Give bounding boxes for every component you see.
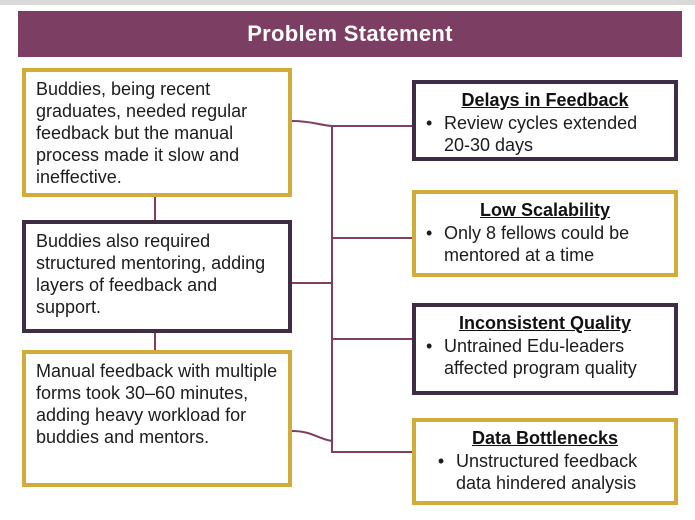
bullet-icon: •: [426, 113, 433, 133]
right-box-delays-in-feedback: Delays in Feedback • Review cycles exten…: [412, 80, 678, 161]
bullet-icon: •: [426, 336, 433, 356]
left-box-feedback-need: Buddies, being recent graduates, needed …: [22, 68, 292, 197]
connector-left-1: [291, 120, 333, 127]
left-box-text: Manual feedback with multiple forms took…: [36, 361, 278, 447]
page-title: Problem Statement: [247, 21, 453, 46]
bullet-text: Unstructured feedback data hindered anal…: [456, 451, 638, 493]
right-box-inconsistent-quality: Inconsistent Quality • Untrained Edu-lea…: [412, 303, 678, 395]
bullet-text: Untrained Edu-leaders affected program q…: [444, 336, 637, 378]
right-box-title: Delays in Feedback: [461, 90, 629, 110]
bullet-text: Only 8 fellows could be mentored at a ti…: [444, 223, 630, 265]
right-box-low-scalability: Low Scalability • Only 8 fellows could b…: [412, 190, 678, 277]
left-box-text: Buddies, being recent graduates, needed …: [36, 79, 248, 187]
right-box-title: Data Bottlenecks: [471, 428, 619, 448]
bullet-item: • Unstructured feedback data hindered an…: [416, 450, 674, 494]
left-box-structured-mentoring: Buddies also required structured mentori…: [22, 220, 292, 333]
title-banner: Problem Statement: [18, 11, 682, 57]
bullet-item: • Only 8 fellows could be mentored at a …: [416, 222, 674, 266]
right-box-title: Inconsistent Quality: [458, 313, 632, 333]
bullet-item: • Review cycles extended 20-30 days: [416, 112, 674, 156]
right-box-title: Low Scalability: [479, 200, 611, 220]
left-box-text: Buddies also required structured mentori…: [36, 231, 266, 317]
bullet-icon: •: [437, 451, 445, 471]
bullet-item: • Untrained Edu-leaders affected program…: [416, 335, 674, 379]
connector-left-3: [291, 430, 333, 442]
window-top-edge: [0, 0, 695, 5]
bullet-text: Review cycles extended 20-30 days: [444, 113, 638, 155]
left-box-manual-workload: Manual feedback with multiple forms took…: [22, 350, 292, 487]
right-box-data-bottlenecks: Data Bottlenecks • Unstructured feedback…: [412, 418, 678, 505]
bullet-icon: •: [426, 223, 433, 243]
